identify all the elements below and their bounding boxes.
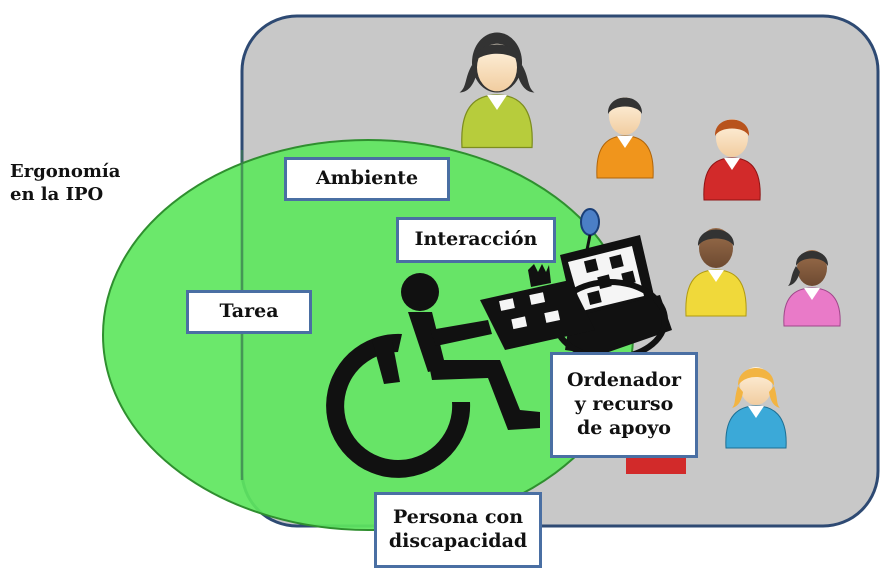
person-icon-pink bbox=[783, 250, 841, 327]
person-icon-yellow bbox=[685, 228, 747, 317]
label-interaccion-text: Interacción bbox=[414, 228, 538, 251]
label-ambiente: Ambiente bbox=[284, 157, 450, 201]
label-persona-line-2: discapacidad bbox=[388, 530, 528, 552]
label-ordenador-line-3: de apoyo bbox=[577, 416, 671, 439]
diagram-title: Ergonomía en la IPO bbox=[10, 160, 120, 207]
person-icon-red bbox=[703, 119, 761, 201]
title-line-2: en la IPO bbox=[10, 184, 104, 206]
title-line-1: Ergonomía bbox=[10, 161, 121, 182]
label-persona: Persona con discapacidad bbox=[374, 492, 542, 568]
label-tarea-text: Tarea bbox=[219, 300, 279, 323]
person-icon-orange bbox=[596, 97, 654, 179]
label-ordenador-line-2: y recurso bbox=[574, 393, 674, 416]
label-interaccion: Interacción bbox=[396, 217, 556, 263]
wheelchair-user-icon bbox=[326, 273, 540, 478]
label-ambiente-text: Ambiente bbox=[315, 167, 419, 190]
person-icon-blue bbox=[725, 367, 787, 449]
person-icon-green bbox=[459, 32, 535, 149]
label-tarea: Tarea bbox=[186, 290, 312, 334]
computer-icon bbox=[480, 208, 672, 361]
label-ordenador: Ordenador y recurso de apoyo bbox=[550, 352, 698, 458]
label-ordenador-line-1: Ordenador bbox=[566, 369, 682, 392]
label-persona-line-1: Persona con bbox=[392, 506, 524, 529]
